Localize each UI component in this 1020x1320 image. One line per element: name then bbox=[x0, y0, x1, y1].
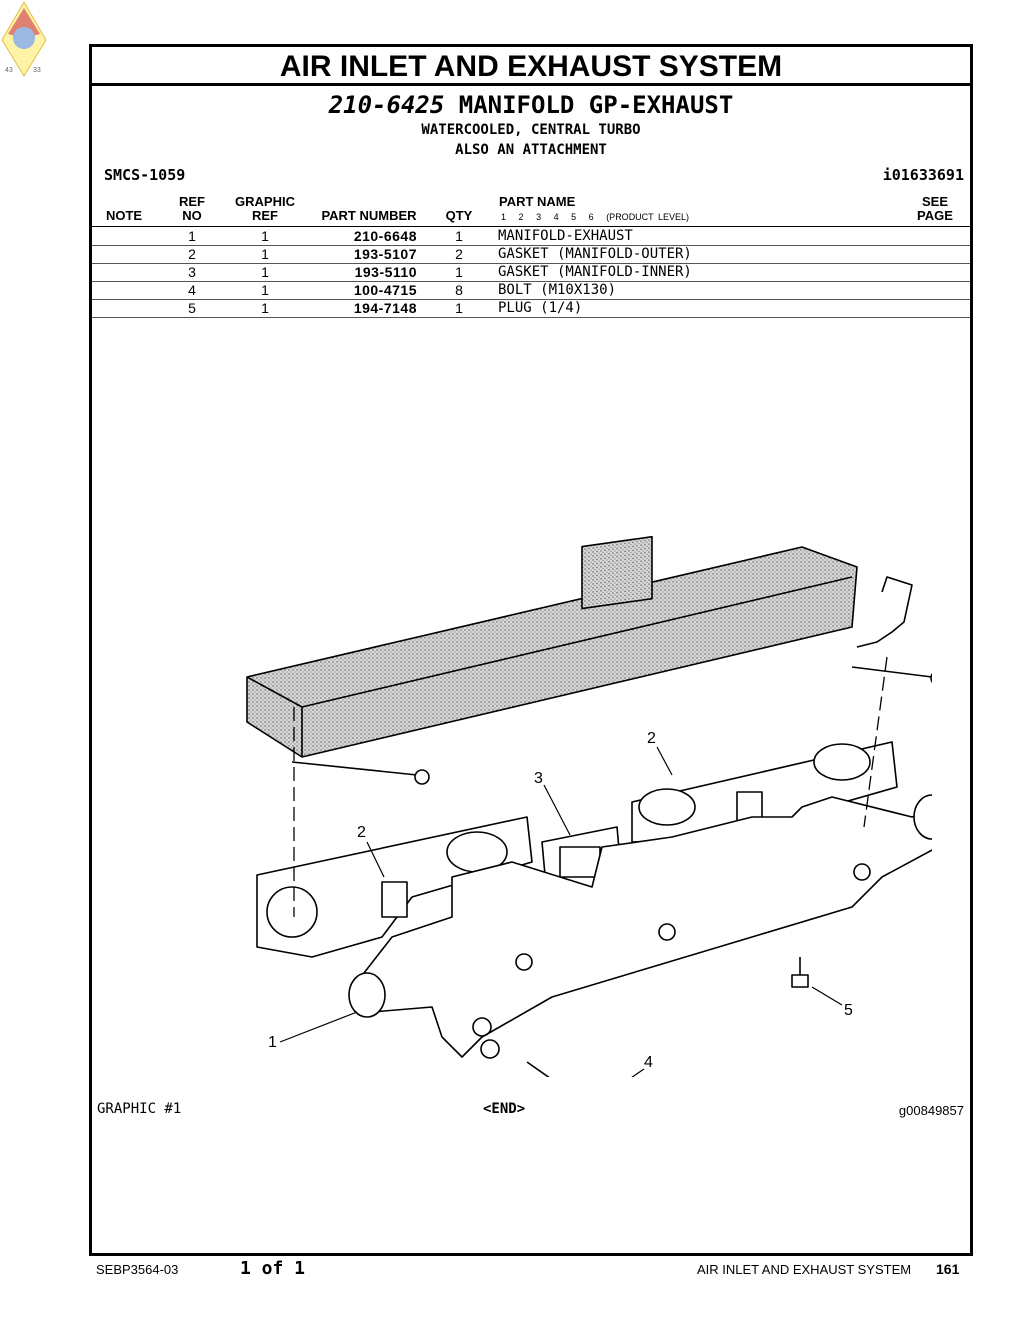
cell-qty: 8 bbox=[455, 282, 463, 298]
cell-ref: 2 bbox=[188, 246, 196, 262]
logo-number-left: 43 bbox=[5, 67, 13, 74]
cell-part-number: 194-7148 bbox=[353, 300, 417, 316]
callout-5: 5 bbox=[844, 1002, 853, 1019]
cell-part-number: 210-6648 bbox=[353, 228, 417, 244]
header-graphic-line1: GRAPHIC bbox=[235, 194, 295, 209]
footer-section: AIR INLET AND EXHAUST SYSTEM bbox=[697, 1262, 912, 1277]
cell-part-name: GASKET (MANIFOLD-OUTER) bbox=[498, 246, 692, 262]
cell-part-number: 100-4715 bbox=[353, 282, 417, 298]
table-row: 3 1 193-5110 1 GASKET (MANIFOLD-INNER) bbox=[92, 263, 970, 282]
alignment-lines bbox=[293, 656, 888, 917]
cell-graphic-ref: 1 bbox=[261, 228, 269, 244]
bolt-lower bbox=[526, 1061, 550, 1077]
callout-1: 1 bbox=[268, 1034, 277, 1051]
level-5: 5 bbox=[571, 212, 577, 222]
cell-graphic-ref: 1 bbox=[261, 246, 269, 262]
level-6: 6 bbox=[588, 212, 594, 222]
level-label: (PRODUCT LEVEL) bbox=[606, 212, 690, 222]
header-see-page: SEE PAGE bbox=[912, 195, 958, 223]
cell-ref: 4 bbox=[188, 282, 196, 298]
mounting-bracket bbox=[856, 576, 913, 648]
header-see-line2: PAGE bbox=[917, 208, 953, 223]
callout-3: 3 bbox=[534, 770, 543, 787]
bolt-upper-left bbox=[291, 761, 430, 785]
exhaust-manifold bbox=[348, 794, 932, 1059]
page-frame: AIR INLET AND EXHAUST SYSTEM 210-6425 MA… bbox=[89, 44, 973, 1256]
header-qty: QTY bbox=[445, 208, 473, 223]
exploded-view-drawing: 1 2 2 3 4 5 bbox=[246, 535, 932, 1077]
cell-graphic-ref: 1 bbox=[261, 282, 269, 298]
callout-4: 4 bbox=[644, 1054, 653, 1071]
logo-number-right: 33 bbox=[33, 67, 41, 74]
group-subtitle-1: WATERCOOLED, CENTRAL TURBO bbox=[421, 122, 641, 138]
table-row: 2 1 193-5107 2 GASKET (MANIFOLD-OUTER) bbox=[92, 245, 970, 264]
header-ref-line1: REF bbox=[179, 194, 205, 209]
cell-ref: 5 bbox=[188, 300, 196, 316]
cell-part-name: BOLT (M10X130) bbox=[498, 282, 617, 298]
publisher-logo: 43 33 bbox=[1, 1, 47, 77]
cell-graphic-ref: 1 bbox=[261, 264, 269, 280]
cell-ref: 1 bbox=[188, 228, 196, 244]
header-part-number: PART NUMBER bbox=[321, 208, 417, 223]
info-id: i01633691 bbox=[882, 166, 964, 184]
end-marker: <END> bbox=[483, 1101, 526, 1117]
cell-qty: 1 bbox=[455, 264, 463, 280]
cell-part-name: GASKET (MANIFOLD-INNER) bbox=[498, 264, 692, 280]
callout-2-left: 2 bbox=[357, 824, 366, 841]
cell-graphic-ref: 1 bbox=[261, 300, 269, 316]
water-jacket bbox=[246, 535, 858, 758]
group-subtitle-2: ALSO AN ATTACHMENT bbox=[455, 142, 607, 158]
group-heading: 210-6425 MANIFOLD GP-EXHAUST bbox=[92, 91, 970, 119]
graphic-id: g00849857 bbox=[898, 1103, 964, 1118]
footer-page-number: 161 bbox=[936, 1261, 960, 1277]
group-number: 210-6425 bbox=[328, 91, 445, 119]
header-part-name: PART NAME bbox=[499, 194, 576, 209]
footer-doc-id: SEBP3564-03 bbox=[96, 1262, 179, 1277]
header-ref-line2: NO bbox=[182, 208, 202, 223]
smcs-code: SMCS-1059 bbox=[104, 166, 186, 184]
cell-qty: 2 bbox=[455, 246, 463, 262]
header-note: NOTE bbox=[105, 208, 143, 223]
header-divider bbox=[92, 226, 970, 227]
cell-part-number: 193-5110 bbox=[354, 264, 417, 280]
level-4: 4 bbox=[553, 212, 559, 222]
header-see-line1: SEE bbox=[921, 194, 948, 209]
table-row: 1 1 210-6648 1 MANIFOLD-EXHAUST bbox=[92, 227, 970, 246]
cell-qty: 1 bbox=[455, 228, 463, 244]
header-graphic-line2: REF bbox=[252, 208, 278, 223]
table-row: 5 1 194-7148 1 PLUG (1/4) bbox=[92, 299, 970, 318]
level-1: 1 bbox=[501, 212, 507, 222]
plug bbox=[791, 957, 809, 988]
table-row: 4 1 100-4715 8 BOLT (M10X130) bbox=[92, 281, 970, 300]
cell-qty: 1 bbox=[455, 300, 463, 316]
cell-part-name: MANIFOLD-EXHAUST bbox=[498, 228, 633, 244]
level-3: 3 bbox=[536, 212, 542, 222]
bolt-upper-right bbox=[851, 666, 932, 683]
cell-part-number: 193-5107 bbox=[353, 246, 417, 262]
level-2: 2 bbox=[518, 212, 524, 222]
cell-part-name: PLUG (1/4) bbox=[498, 300, 583, 316]
group-name: MANIFOLD GP-EXHAUST bbox=[458, 91, 734, 119]
leader-lines bbox=[279, 746, 843, 1077]
header-ref-no: REF NO bbox=[174, 195, 210, 223]
page-title: AIR INLET AND EXHAUST SYSTEM bbox=[92, 47, 970, 86]
cell-ref: 3 bbox=[188, 264, 196, 280]
graphic-label: GRAPHIC #1 bbox=[97, 1101, 182, 1117]
footer-page-count: 1 of 1 bbox=[240, 1258, 306, 1279]
header-graphic-ref: GRAPHIC REF bbox=[230, 195, 300, 223]
callout-2-right: 2 bbox=[647, 730, 656, 747]
product-levels: 1 2 3 4 5 6 (PRODUCT LEVEL) bbox=[501, 212, 697, 222]
